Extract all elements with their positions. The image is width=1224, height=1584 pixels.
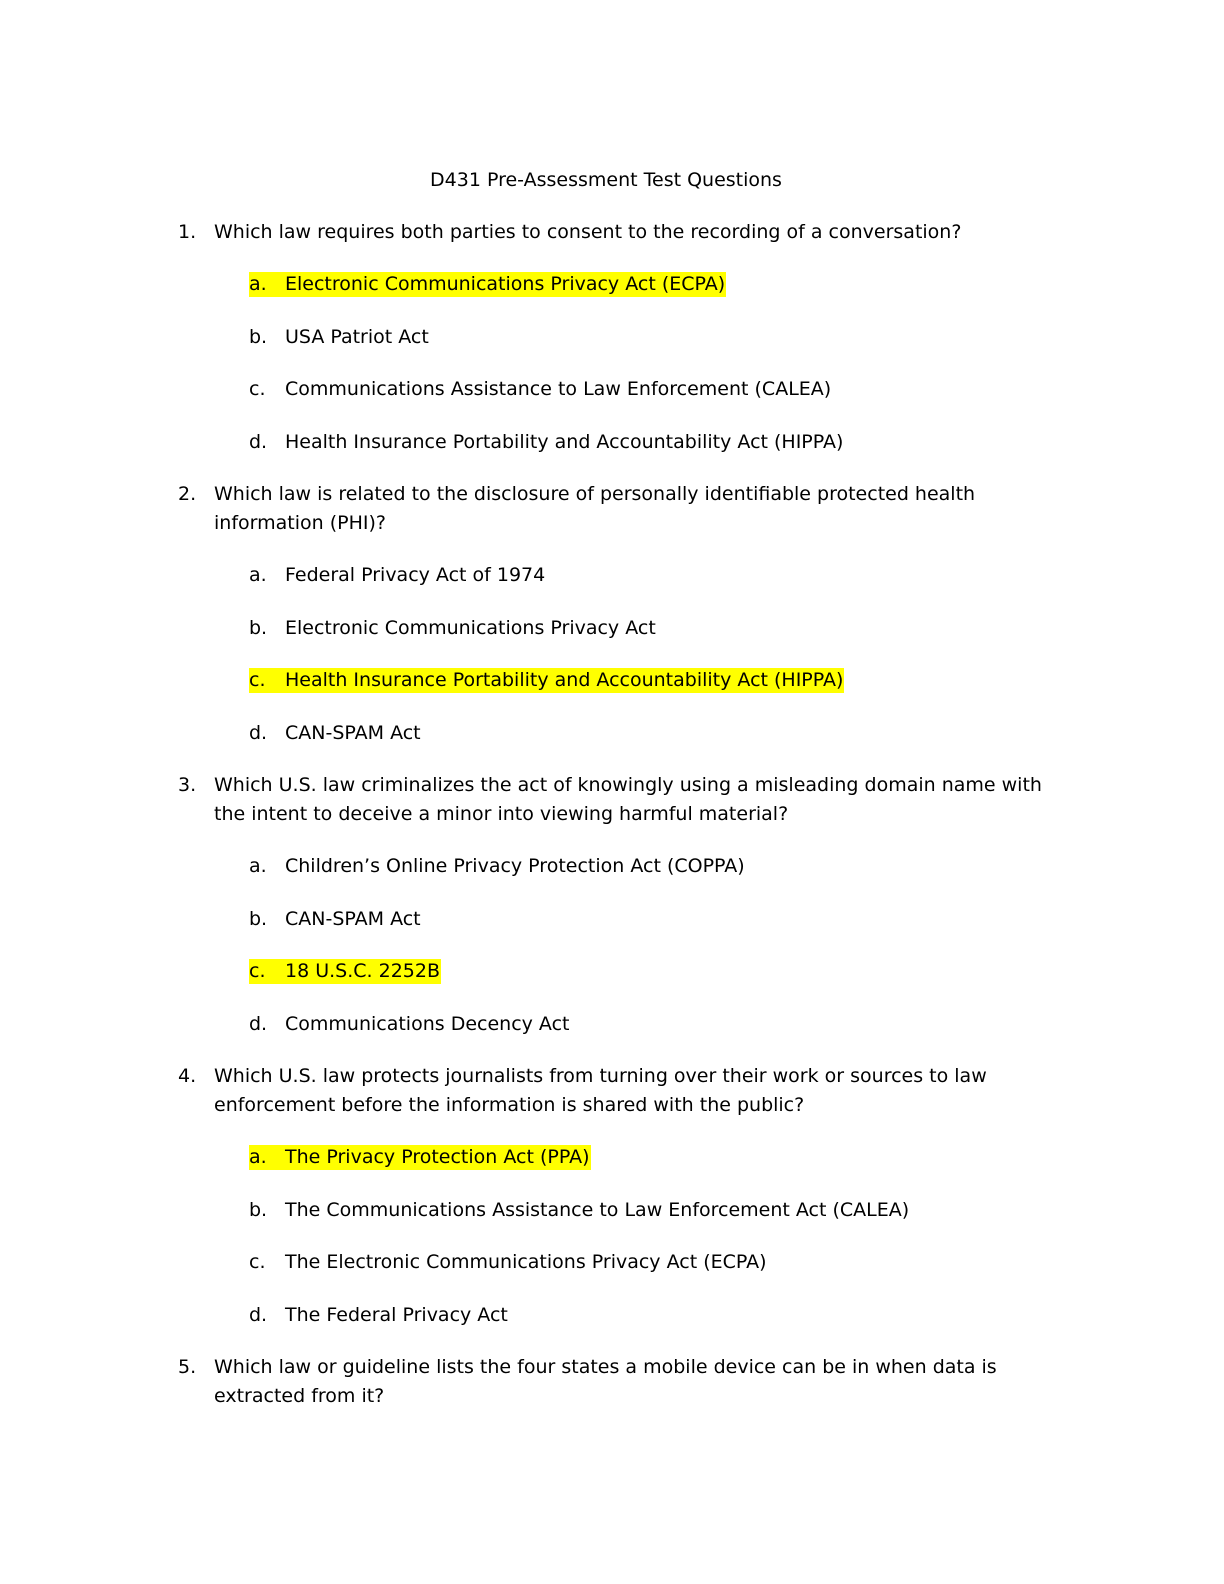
question-number: 1. <box>178 221 197 243</box>
option-text: Electronic Communications Privacy Act (E… <box>285 273 726 295</box>
question-3: 3. Which U.S. law criminalizes the act o… <box>178 771 1078 829</box>
question-number: 4. <box>178 1065 197 1087</box>
option-letter: c. <box>249 378 266 400</box>
question-number: 3. <box>178 774 197 796</box>
option-4a: a. The Privacy Protection Act (PPA) <box>249 1145 591 1170</box>
option-letter: c. <box>249 960 266 982</box>
option-1c: c. Communications Assistance to Law Enfor… <box>249 377 832 402</box>
option-2c: c. Health Insurance Portability and Accou… <box>249 668 845 693</box>
option-text: CAN-SPAM Act <box>285 908 421 930</box>
option-text: The Privacy Protection Act (PPA) <box>285 1146 590 1168</box>
option-text: Communications Decency Act <box>285 1013 570 1035</box>
option-text: The Communications Assistance to Law Enf… <box>285 1199 910 1221</box>
option-text: 18 U.S.C. 2252B <box>285 960 440 982</box>
document-title: D431 Pre-Assessment Test Questions <box>430 169 782 191</box>
option-2d: d. CAN-SPAM Act <box>249 721 422 746</box>
question-1: 1. Which law requires both parties to co… <box>178 218 1078 247</box>
question-text: Which law or guideline lists the four st… <box>214 1356 997 1407</box>
option-letter: b. <box>249 1199 268 1221</box>
option-letter: a. <box>249 855 267 877</box>
option-text: Health Insurance Portability and Account… <box>285 431 844 453</box>
option-3c: c. 18 U.S.C. 2252B <box>249 959 441 984</box>
question-text: Which law is related to the disclosure o… <box>214 483 976 534</box>
option-4d: d. The Federal Privacy Act <box>249 1303 509 1328</box>
option-4b: b. The Communications Assistance to Law E… <box>249 1198 910 1223</box>
option-letter: d. <box>249 1304 268 1326</box>
option-text: Children’s Online Privacy Protection Act… <box>285 855 745 877</box>
option-2a: a. Federal Privacy Act of 1974 <box>249 563 546 588</box>
option-letter: c. <box>249 669 266 691</box>
option-letter: d. <box>249 1013 268 1035</box>
option-3a: a. Children’s Online Privacy Protection A… <box>249 854 746 879</box>
option-letter: d. <box>249 722 268 744</box>
question-number: 2. <box>178 483 197 505</box>
option-text: Health Insurance Portability and Account… <box>285 669 844 691</box>
option-2b: b. Electronic Communications Privacy Act <box>249 616 657 641</box>
option-text: Electronic Communications Privacy Act <box>285 617 656 639</box>
option-1d: d. Health Insurance Portability and Accou… <box>249 430 844 455</box>
question-5: 5. Which law or guideline lists the four… <box>178 1353 1078 1411</box>
option-text: Federal Privacy Act of 1974 <box>285 564 546 586</box>
question-number: 5. <box>178 1356 197 1378</box>
option-text: The Electronic Communications Privacy Ac… <box>285 1251 767 1273</box>
question-2: 2. Which law is related to the disclosur… <box>178 480 1078 538</box>
question-text: Which U.S. law protects journalists from… <box>214 1065 987 1116</box>
option-letter: b. <box>249 908 268 930</box>
option-text: The Federal Privacy Act <box>285 1304 508 1326</box>
option-text: Communications Assistance to Law Enforce… <box>285 378 832 400</box>
question-4: 4. Which U.S. law protects journalists f… <box>178 1062 1078 1120</box>
option-letter: a. <box>249 273 267 295</box>
option-letter: a. <box>249 564 267 586</box>
option-text: USA Patriot Act <box>285 326 429 348</box>
option-1a: a. Electronic Communications Privacy Act … <box>249 272 727 297</box>
option-letter: c. <box>249 1251 266 1273</box>
option-letter: b. <box>249 617 268 639</box>
question-text: Which law requires both parties to conse… <box>214 221 962 243</box>
option-text: CAN-SPAM Act <box>285 722 421 744</box>
option-3b: b. CAN-SPAM Act <box>249 907 422 932</box>
option-4c: c. The Electronic Communications Privacy … <box>249 1250 768 1275</box>
option-letter: d. <box>249 431 268 453</box>
option-3d: d. Communications Decency Act <box>249 1012 570 1037</box>
option-1b: b. USA Patriot Act <box>249 325 430 350</box>
question-text: Which U.S. law criminalizes the act of k… <box>214 774 1042 825</box>
option-letter: b. <box>249 326 268 348</box>
option-letter: a. <box>249 1146 267 1168</box>
